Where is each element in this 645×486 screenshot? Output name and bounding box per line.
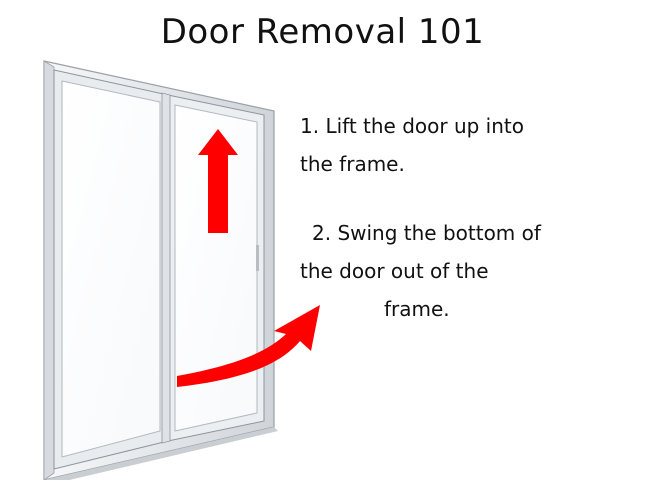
step-2-line-1: 2. Swing the bottom of [312, 221, 541, 245]
left-jamb [43, 60, 55, 480]
step-2-line-2: the door out of the [300, 259, 489, 283]
instruction-step-1: 1. Lift the door up into the frame. [300, 107, 600, 183]
center-mullion [161, 92, 171, 444]
instruction-step-2: 2. Swing the bottom of the door out of t… [300, 214, 630, 328]
page-title: Door Removal 101 [160, 12, 485, 52]
left-glass [61, 80, 161, 458]
step-1-line-2: the frame. [300, 152, 405, 176]
door-handle [256, 245, 259, 271]
curved-swing-arrow-icon [177, 305, 320, 387]
step-1-line-1: 1. Lift the door up into [300, 114, 524, 138]
up-arrow-icon [198, 129, 238, 233]
sliding-door-svg [43, 60, 320, 480]
sliding-door-illustration [30, 55, 330, 480]
step-2-line-3: frame. [384, 297, 450, 321]
right-glass [174, 104, 258, 432]
bottom-sill [44, 427, 278, 480]
